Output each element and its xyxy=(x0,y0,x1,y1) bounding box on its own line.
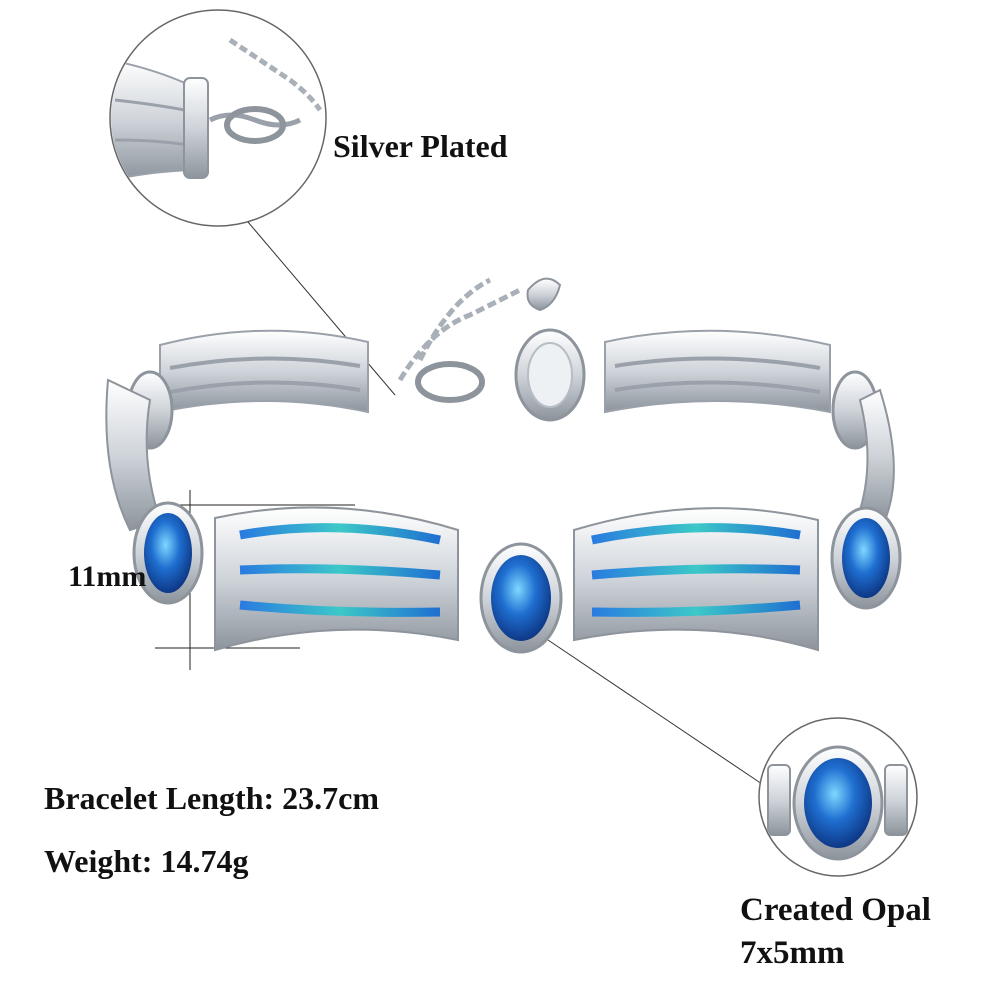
dimension-label: 11mm xyxy=(68,560,147,593)
opal-size-label: 7x5mm xyxy=(740,935,845,971)
opal-callout-line xyxy=(547,639,763,785)
silver-plated-label: Silver Plated xyxy=(333,128,508,164)
bracelet-front xyxy=(132,501,902,654)
silver-callout-line xyxy=(247,221,396,396)
opal-zoom-inset xyxy=(758,717,918,877)
bracelet-back xyxy=(126,277,879,450)
bracelet-length-label: Bracelet Length: 23.7cm xyxy=(44,780,380,816)
bracelet-right-side xyxy=(858,388,895,522)
clasp-zoom-inset xyxy=(109,9,327,227)
created-opal-label: Created Opal xyxy=(740,892,931,928)
weight-label: Weight: 14.74g xyxy=(44,843,249,879)
